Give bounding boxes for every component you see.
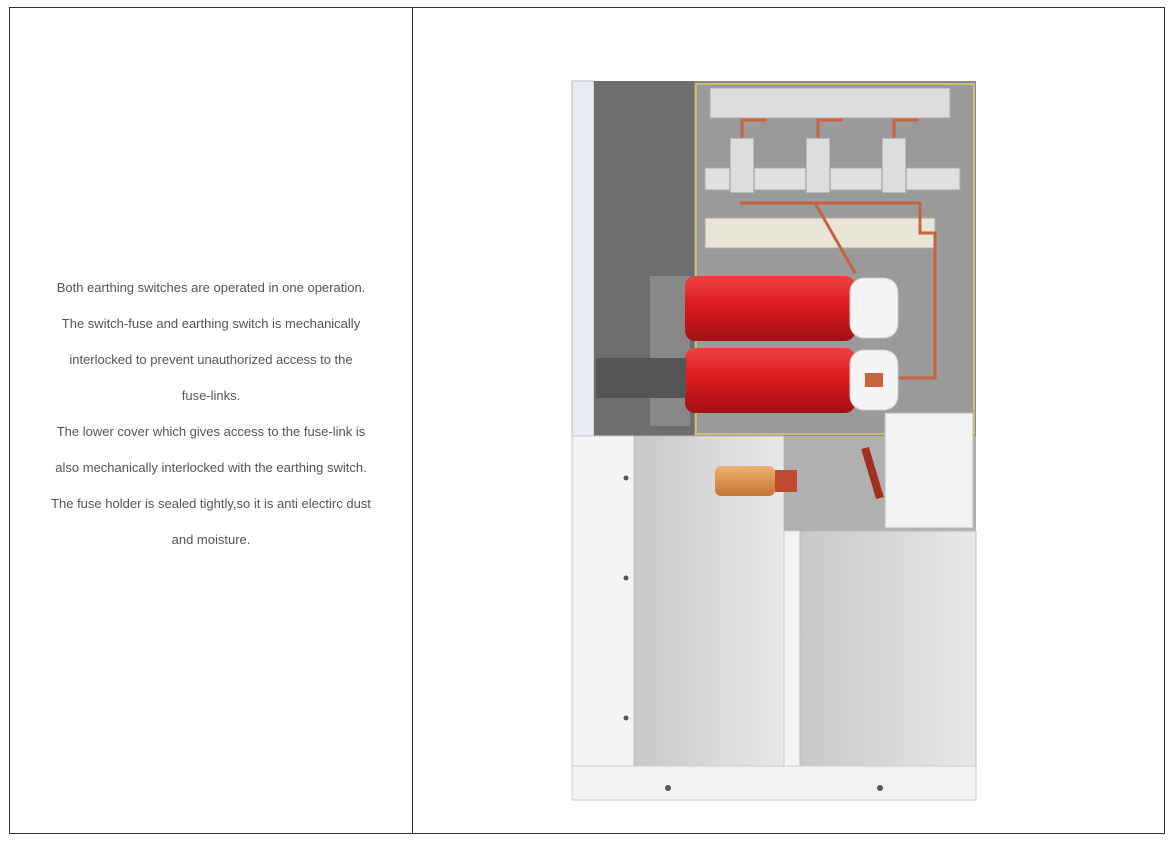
description-line: The fuse holder is sealed tightly,so it … (51, 496, 371, 511)
description-line: also mechanically interlocked with the e… (55, 460, 367, 475)
description-line: The switch-fuse and earthing switch is m… (61, 316, 361, 331)
fuse-upper (685, 276, 855, 341)
description-text: Both earthing switches are operated in o… (10, 270, 412, 558)
fuse-lower (685, 348, 855, 413)
description-line: fuse-links. (181, 388, 241, 403)
description-line: Both earthing switches are operated in o… (56, 280, 366, 295)
description-line: and moisture. (171, 532, 251, 547)
content-table (9, 7, 1165, 834)
table-column-divider (412, 7, 413, 834)
description-line: The lower cover which gives access to th… (56, 424, 366, 439)
description-line: interlocked to prevent unauthorized acce… (69, 352, 353, 367)
switchgear-illustration (571, 80, 977, 801)
